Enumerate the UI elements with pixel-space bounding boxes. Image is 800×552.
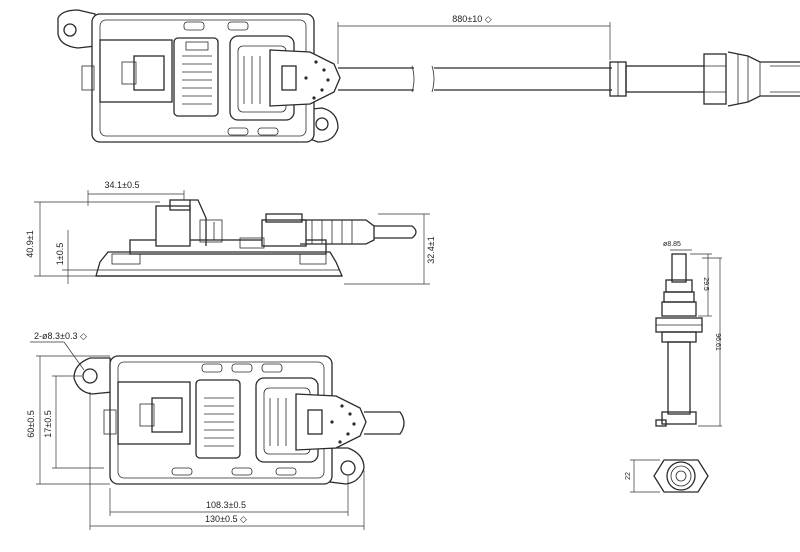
overall-length-label: 130±0.5 ◇ [205, 514, 247, 524]
probe-view: ø8.85 29.5 96.61 [655, 241, 722, 427]
hole-pitch-label: 108.3±0.5 [206, 500, 246, 510]
probe-thread-label: 29.5 [702, 277, 709, 291]
probe-tip-label: ø8.85 [663, 241, 681, 248]
cable-length-label: 880±10 ◇ [452, 14, 491, 24]
connector-offset-label: 34.1±0.5 [105, 180, 140, 190]
mount-holes-label: 2-ø8.3±0.3 ◇ [34, 331, 87, 341]
body-width-label: 60±0.5 [26, 410, 36, 437]
side-view: 34.1±0.5 40.9±1 1±0.5 32.4±1 [25, 180, 436, 285]
overall-height-label: 40.9±1 [25, 230, 35, 257]
top-view: 880±10 ◇ [57, 9, 800, 143]
bottom-view: 2-ø8.3±0.3 ◇ 60±0.5 17±0.5 108.3±0.5 130… [26, 331, 405, 530]
connector-height-label: 32.4±1 [426, 236, 436, 263]
hex-end-view: 22 [625, 459, 709, 493]
probe-length-label: 96.61 [714, 333, 721, 351]
body-inner-width-label: 17±0.5 [43, 410, 53, 437]
hex-size-label: 22 [625, 472, 632, 480]
base-thickness-label: 1±0.5 [55, 243, 65, 265]
